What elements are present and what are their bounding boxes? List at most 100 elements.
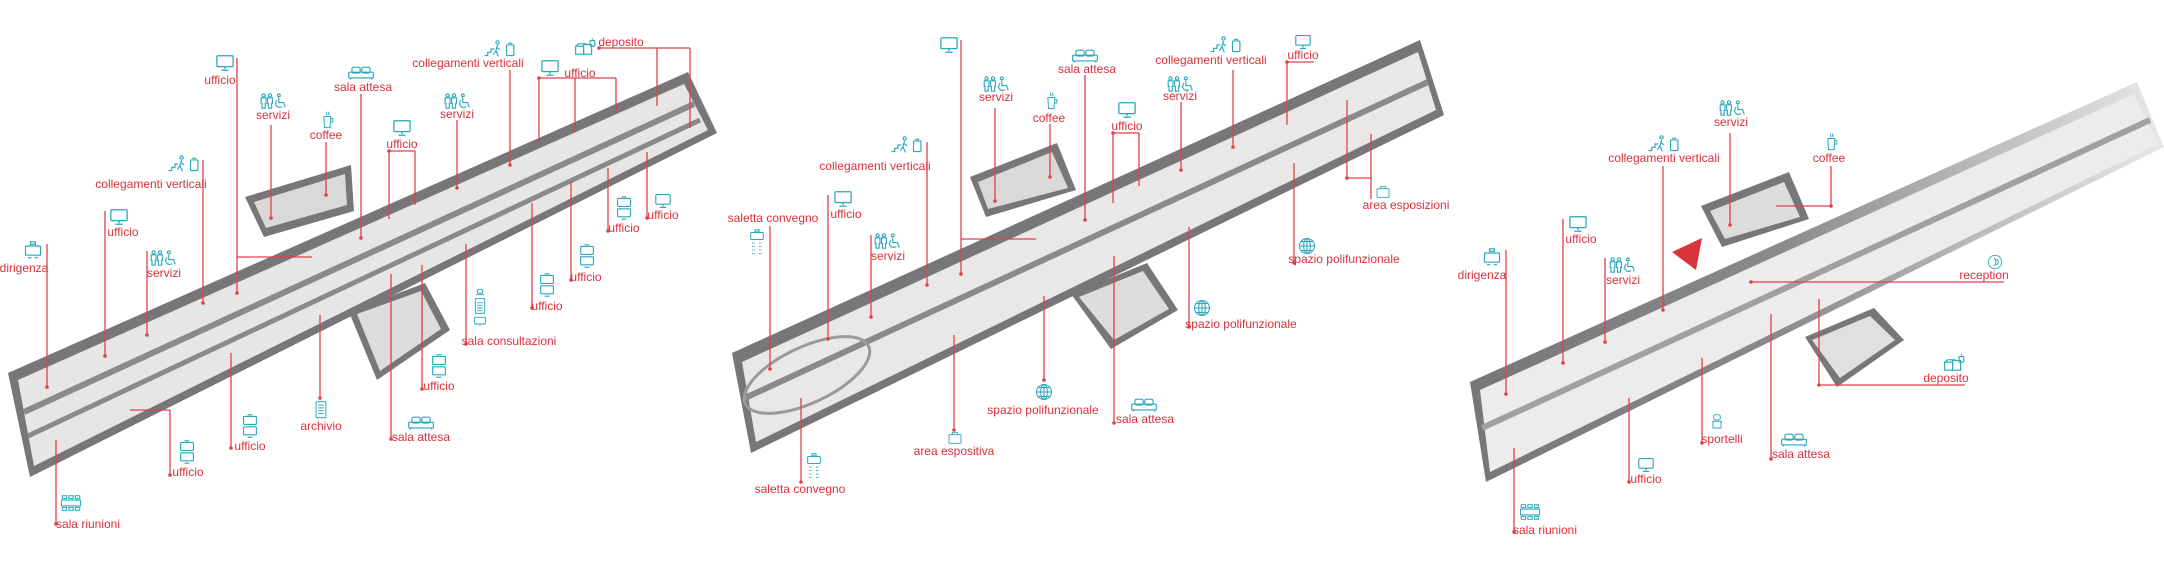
main-bar-floor [742,52,1436,442]
room-label: ufficio [531,299,562,313]
interior-wall [22,101,696,415]
stairs-lift-icon [483,40,515,57]
reception-icon [1987,254,2003,270]
leader-endpoint [826,337,830,341]
leader-endpoint [269,216,273,220]
leader-endpoint [993,199,997,203]
interior-wall [1480,117,2152,431]
room-label: collegamenti verticali [819,159,930,173]
leader-endpoint [201,301,205,305]
conference-icon [750,229,764,255]
building-model-middle [732,40,1444,453]
toilets-icon [1719,100,1745,116]
leader-endpoint [606,229,610,233]
monitor-icon [1118,102,1136,118]
room-label: ufficio [204,73,235,87]
sofa-icon [348,66,374,81]
leader-endpoint [359,236,363,240]
leader-endpoint [569,278,573,282]
leader-endpoint [645,216,649,220]
coffee-icon [323,111,334,129]
room-label: saletta convegno [755,482,846,496]
main-bar-floor [1480,94,2158,472]
room-label: reception [1959,268,2008,282]
leader-endpoint [103,354,107,358]
globe-icon [1035,383,1053,401]
room-label: spazio polifunzionale [1185,317,1297,331]
monitor-icon [393,120,411,136]
room-label: servizi [979,90,1013,104]
leader-endpoint [1042,378,1046,382]
sofa-icon [408,416,434,431]
double-monitor-icon [540,273,554,297]
room-label: deposito [1923,371,1969,385]
room-label: collegamenti verticali [1155,53,1266,67]
room-label: sala attesa [1058,62,1116,76]
monitor-icon [216,55,234,71]
wing-lower-floor [1812,316,1895,378]
plan-middle-labels: servizi coffee sala attesa collegamenti ver… [728,35,1449,496]
double-monitor-icon [432,354,446,378]
room-label: ufficio [423,379,454,393]
room-label: collegamenti verticali [1608,151,1719,165]
leader-endpoint [1829,204,1833,208]
monitor-icon [1638,458,1654,472]
leader-endpoint [1187,325,1191,329]
interior-wall [743,79,1430,401]
wing-lower-floor [1079,271,1169,340]
room-label: collegamenti verticali [412,56,523,70]
stairs-lift-icon [167,155,199,172]
sofa-icon [1131,398,1157,413]
room-label: ufficio [234,439,265,453]
leader-endpoint [1603,340,1607,344]
room-label: deposito [598,35,644,49]
entrance-arrow-icon [1672,238,1702,270]
leader-endpoint [1111,131,1115,135]
leader-endpoint [235,291,239,295]
stairs-lift-icon [1647,135,1679,152]
room-label: sala attesa [1772,447,1830,461]
room-label: servizi [256,108,290,122]
room-label: servizi [1163,89,1197,103]
leader-endpoint [925,283,929,287]
room-label: ufficio [1630,472,1661,486]
reading-station-icon [474,288,486,327]
coffee-icon [1827,133,1838,151]
leader-endpoint [1048,175,1052,179]
stairs-lift-icon [1209,36,1241,53]
leader-endpoint [1504,392,1508,396]
conference-icon [807,453,821,479]
leader-endpoint [869,315,873,319]
toilets-icon [874,233,900,249]
stairs-lift-icon [890,136,922,153]
double-monitor-icon [243,414,257,438]
toilets-icon [260,93,286,109]
monitor-icon [940,37,958,53]
room-label: sala consultazioni [462,334,557,348]
room-label: archivio [300,419,342,433]
room-label: servizi [1606,273,1640,287]
meeting-table-icon [61,495,81,511]
room-label: collegamenti verticali [95,177,206,191]
monitor-icon [1295,35,1311,49]
leader-endpoint [420,387,424,391]
room-label: coffee [1033,111,1066,125]
room-label: ufficio [1111,119,1142,133]
room-label: ufficio [1565,232,1596,246]
room-label: coffee [1813,151,1846,165]
executive-desk-icon [24,241,42,259]
leader-endpoint [1292,261,1296,265]
leader-endpoint [952,428,956,432]
leader-endpoint [455,186,459,190]
room-label: ufficio [386,137,417,151]
leader-endpoint [318,396,322,400]
building-model-left [8,72,717,477]
leader-endpoint [530,306,534,310]
leader-endpoint [597,46,601,50]
room-label: sala attesa [334,80,392,94]
room-label: ufficio [608,221,639,235]
monitor-icon [655,194,671,208]
leader-endpoint [324,193,328,197]
wing-annex-floor [978,152,1068,209]
